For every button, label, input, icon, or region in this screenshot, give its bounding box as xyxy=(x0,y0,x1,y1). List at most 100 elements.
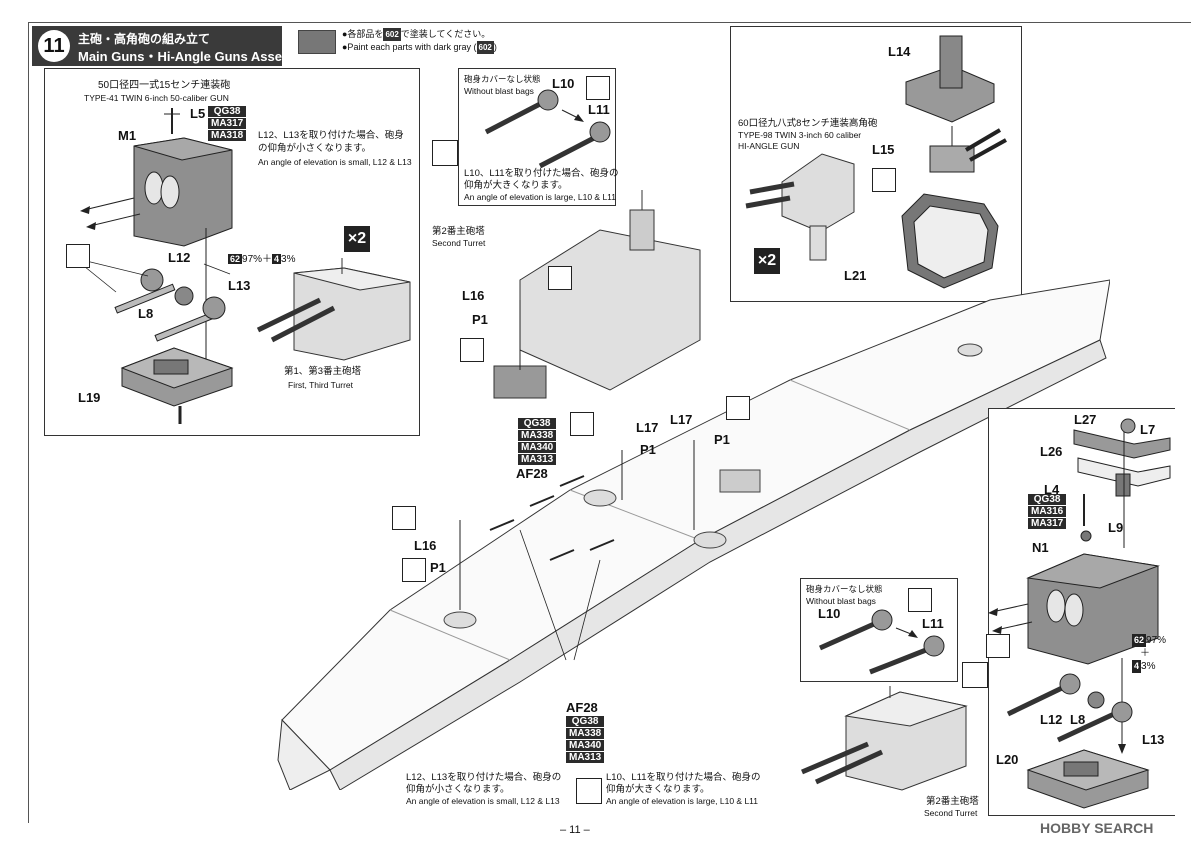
bottom-note-left-jp-2: 仰角が小さくなります。 xyxy=(406,784,510,795)
code-item: MA313 xyxy=(518,454,557,465)
no-bags-icon xyxy=(402,558,426,582)
mix-code-a: 62 xyxy=(228,254,243,264)
no-bags-bottom-title-en: Without blast bags xyxy=(806,596,876,606)
second-turret-bottom-en: Second Turret xyxy=(924,808,978,818)
no-bags-icon xyxy=(570,412,594,436)
part-label-p1-b: P1 xyxy=(640,442,656,457)
part-label-l16-a: L16 xyxy=(462,288,485,303)
part-label-af28-a: AF28 xyxy=(516,466,548,481)
no-bags-icon xyxy=(908,588,932,612)
elevation-large-icon xyxy=(962,662,988,688)
code-item: MA340 xyxy=(518,442,557,453)
part-label-p1-d: P1 xyxy=(430,560,446,575)
no-bags-top-title-jp: 砲身カバーなし状態 xyxy=(464,74,541,84)
part-label-l14: L14 xyxy=(888,44,911,59)
paint-swatch xyxy=(298,30,336,54)
code-item: MA318 xyxy=(208,130,247,141)
code-item: MA313 xyxy=(566,752,605,763)
multiplier-x2: ×2 xyxy=(344,226,370,252)
no-bags-top-note-jp-1: L10、L11を取り付けた場合、砲身の xyxy=(464,168,619,179)
code-item: MA340 xyxy=(566,740,605,751)
code-item: MA316 xyxy=(1028,506,1067,517)
bottom-note-left-en: An angle of elevation is small, L12 & L1… xyxy=(406,796,560,806)
part-label-l12: L12 xyxy=(168,250,191,265)
no-bags-bottom-title-jp: 砲身カバーなし状態 xyxy=(806,584,883,594)
part-label-l26: L26 xyxy=(1040,444,1063,459)
no-bags-bottom-drawing xyxy=(818,609,945,675)
part-label-l4: L4 xyxy=(1044,482,1060,497)
part-label-l11-b: L11 xyxy=(922,616,944,631)
part-label-n1: N1 xyxy=(1032,540,1049,555)
part-label-l12-b: L12 xyxy=(1040,712,1063,727)
second-turret-assembled xyxy=(801,686,968,791)
paint-code-en: 602 xyxy=(476,41,494,54)
part-label-l9: L9 xyxy=(1108,520,1124,535)
page-frame xyxy=(28,22,1191,823)
ship-hull-drawing xyxy=(277,190,1110,790)
part-label-l27: L27 xyxy=(1074,412,1097,427)
l5-codes: QG38 MA317 MA318 xyxy=(208,106,247,142)
part-label-l15: L15 xyxy=(872,142,895,157)
no-bags-icon xyxy=(726,396,750,420)
main-gun-note-jp-2: の仰角が小さくなります。 xyxy=(258,143,372,154)
main-gun-title-en: TYPE-41 TWIN 6-inch 50-caliber GUN xyxy=(84,93,229,103)
part-label-l17-b: L17 xyxy=(670,412,693,427)
no-bags-icon xyxy=(986,634,1010,658)
no-bags-top-note-en: An angle of elevation is large, L10 & L1… xyxy=(464,192,617,202)
no-bags-icon xyxy=(548,266,572,290)
mix-code-b: 4 xyxy=(1132,660,1142,673)
bottom-note-left-jp-1: L12、L13を取り付けた場合、砲身の xyxy=(406,772,562,783)
elevation-small-icon xyxy=(576,778,602,804)
ha-gun-title-en-1: TYPE-98 TWIN 3-inch 60 caliber xyxy=(738,130,862,140)
no-bags-top-title-en: Without blast bags xyxy=(464,86,534,96)
mix-pct-b: 3% xyxy=(281,254,296,265)
main-gun-note-jp-1: L12、L13を取り付けた場合、砲身 xyxy=(258,130,404,141)
no-bags-top-drawing xyxy=(484,89,611,169)
af28-a-codes: QG38 MA338 MA340 MA313 xyxy=(518,418,557,466)
bottom-note-right-en: An angle of elevation is large, L10 & L1… xyxy=(606,796,759,806)
page-number: – 11 – xyxy=(560,824,590,836)
code-item: MA338 xyxy=(518,430,557,441)
step-title-en: Main Guns・Hi-Angle Guns Assembly xyxy=(78,49,313,64)
code-item: MA317 xyxy=(1028,518,1067,529)
part-label-l17-a: L17 xyxy=(636,420,659,435)
no-bags-icon xyxy=(66,244,90,268)
code-item: QG38 xyxy=(518,418,557,429)
mix-code-a: 62 xyxy=(1132,634,1147,647)
part-label-l20: L20 xyxy=(996,752,1019,767)
part-label-l10: L10 xyxy=(552,76,575,91)
part-label-p1-a: P1 xyxy=(472,312,488,327)
no-bags-top-note-jp-2: 仰角が大きくなります。 xyxy=(464,180,568,191)
code-item: QG38 xyxy=(208,106,247,117)
part-label-l8: L8 xyxy=(138,306,154,321)
part-label-m1: M1 xyxy=(118,128,137,143)
ha-gun-drawing xyxy=(739,35,1007,300)
mix-pct-a: 97% xyxy=(1146,635,1167,646)
elevation-small-icon xyxy=(432,140,458,166)
part-label-l8-b: L8 xyxy=(1070,712,1086,727)
part-label-l13: L13 xyxy=(228,278,251,293)
second-turret-top-en: Second Turret xyxy=(432,238,486,248)
af28-b-codes: QG38 MA338 MA340 MA313 xyxy=(566,716,605,764)
no-bags-icon xyxy=(586,76,610,100)
second-turret-bottom-jp: 第2番主砲塔 xyxy=(926,796,979,807)
code-item: MA317 xyxy=(208,118,247,129)
main-gun-note-en: An angle of elevation is small, L12 & L1… xyxy=(258,157,412,167)
part-label-l13-b: L13 xyxy=(1142,732,1165,747)
part-label-l11: L11 xyxy=(588,102,610,117)
step-title-jp: 主砲・高角砲の組み立て xyxy=(78,32,211,46)
turret-1-3-en: First, Third Turret xyxy=(288,380,354,390)
no-bags-icon xyxy=(460,338,484,362)
main-gun-title-jp: 50口径四一式15センチ連装砲 xyxy=(98,80,231,91)
second-turret-top-jp: 第2番主砲塔 xyxy=(432,226,485,237)
part-label-af28-b: AF28 xyxy=(566,700,598,715)
no-bags-icon xyxy=(392,506,416,530)
part-label-l21: L21 xyxy=(844,268,867,283)
part-label-l19: L19 xyxy=(78,390,101,405)
code-item: MA338 xyxy=(566,728,605,739)
bottom-note-right-jp-2: 仰角が大きくなります。 xyxy=(606,784,710,795)
main-gun-drawing xyxy=(73,108,411,424)
